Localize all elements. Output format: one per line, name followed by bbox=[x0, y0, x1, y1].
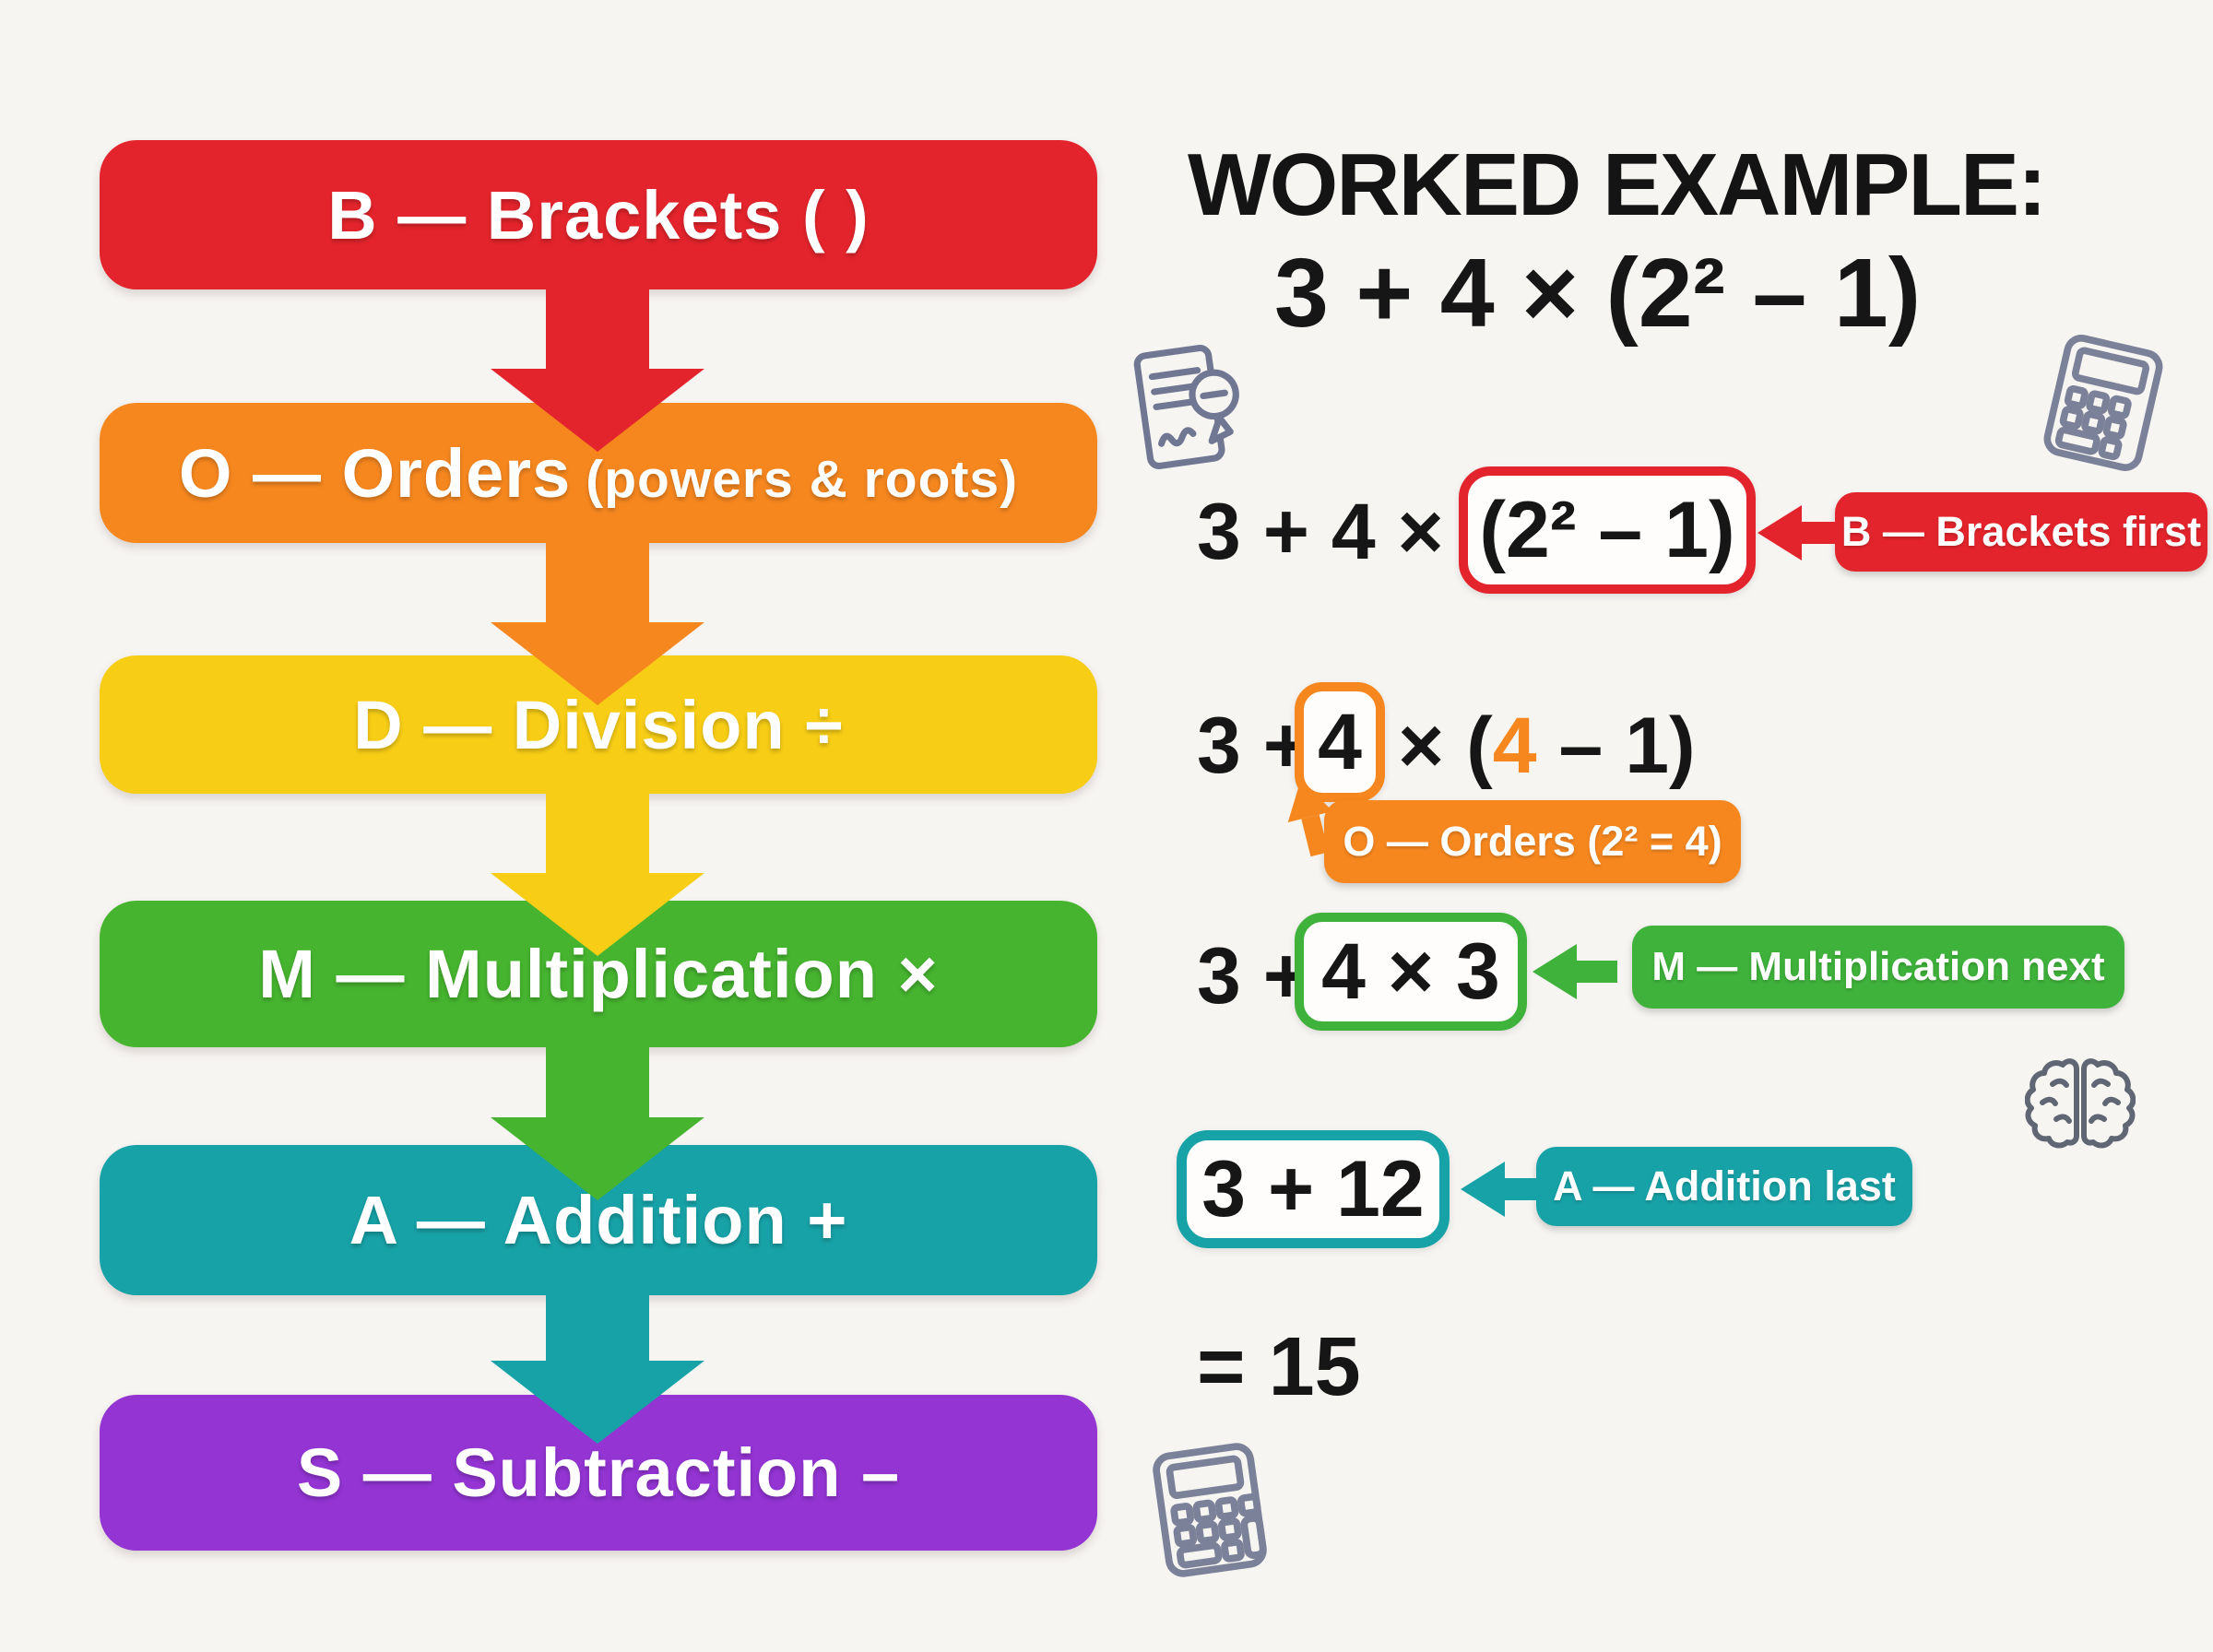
step-brackets-pointer-arrow bbox=[1757, 505, 1842, 560]
step-multiplication-pointer-arrow bbox=[1533, 944, 1617, 999]
step-orders-callout: O — Orders (2² = 4) bbox=[1324, 800, 1741, 883]
step-multiplication-callout: M — Multiplication next bbox=[1632, 926, 2124, 1009]
worked-example-title: WORKED EXAMPLE: bbox=[1188, 136, 2047, 234]
step-orders-callout-label: O — Orders (2² = 4) bbox=[1343, 818, 1722, 865]
flow-box-subtraction-label: S — Subtraction – bbox=[296, 1434, 901, 1511]
step-addition-highlight-box: 3 + 12 bbox=[1177, 1130, 1450, 1248]
flow-box-division: D — Division ÷ bbox=[100, 655, 1097, 794]
calculator-icon bbox=[2036, 327, 2172, 479]
step-addition-pointer-arrow bbox=[1461, 1162, 1545, 1217]
step-orders-boxed-text: 4 bbox=[1318, 697, 1362, 786]
step-brackets-boxed-text: (2² – 1) bbox=[1479, 485, 1735, 574]
step-multiplication-prefix: 3 + bbox=[1197, 932, 1309, 1021]
flow-box-orders-sublabel: (powers & roots) bbox=[586, 449, 1019, 509]
step-addition-boxed-text: 3 + 12 bbox=[1201, 1144, 1425, 1233]
step-addition-callout-label: A — Addition last bbox=[1553, 1162, 1896, 1210]
step-brackets-callout-label: B — Brackets first bbox=[1840, 508, 2202, 555]
step-brackets-callout: B — Brackets first bbox=[1835, 492, 2207, 572]
step-multiplication-boxed-text: 4 × 3 bbox=[1321, 926, 1500, 1016]
flow-box-brackets: B — Brackets ( ) bbox=[100, 140, 1097, 289]
flow-box-subtraction: S — Subtraction – bbox=[100, 1395, 1097, 1551]
flow-box-orders-label: O — Orders bbox=[178, 434, 572, 512]
brain-icon bbox=[2025, 1049, 2136, 1156]
step-multiplication-callout-label: M — Multiplication next bbox=[1651, 944, 2105, 989]
worked-example-expression: 3 + 4 × (2² – 1) bbox=[1274, 239, 1922, 348]
step-addition-callout: A — Addition last bbox=[1536, 1147, 1912, 1226]
worked-example-result: = 15 bbox=[1197, 1321, 1361, 1413]
flow-box-brackets-label: B — Brackets ( ) bbox=[327, 176, 870, 254]
flow-box-orders: O — Orders(powers & roots) bbox=[100, 403, 1097, 543]
step-orders-suffix: × (4 – 1) bbox=[1398, 702, 1696, 790]
step-orders-highlight-box: 4 bbox=[1295, 682, 1385, 802]
step-brackets-prefix: 3 + 4 × bbox=[1197, 488, 1444, 576]
step-brackets-highlight-box: (2² – 1) bbox=[1459, 466, 1756, 594]
step-orders-suffix-highlight: 4 bbox=[1492, 702, 1537, 790]
document-magnifier-icon bbox=[1118, 333, 1262, 480]
step-multiplication-highlight-box: 4 × 3 bbox=[1295, 913, 1527, 1031]
step-orders-prefix: 3 + bbox=[1197, 702, 1309, 790]
calculator-icon bbox=[1144, 1436, 1276, 1584]
